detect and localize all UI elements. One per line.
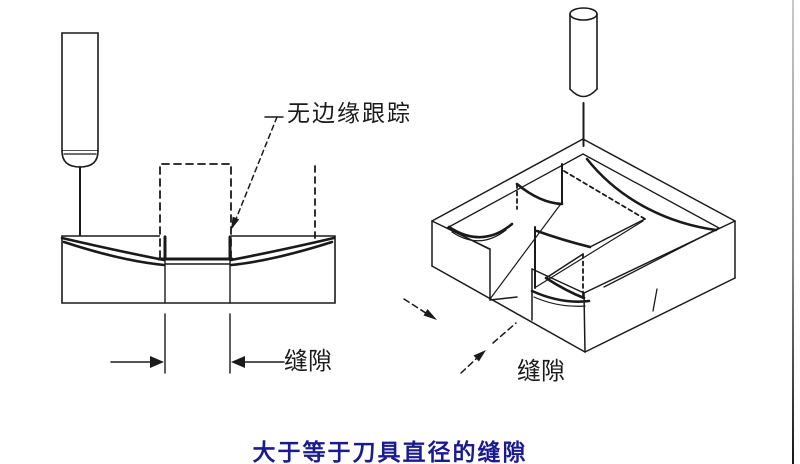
dimension-arrowhead-icon — [231, 356, 245, 368]
left-cutter-tool — [62, 33, 98, 241]
page-edge-rule — [792, 0, 794, 464]
left-gap-slot — [159, 236, 232, 303]
right-dimension — [404, 299, 516, 373]
no-edge-tracking-label: 无边缘跟踪 — [287, 101, 412, 127]
right-gap-label: 缝隙 — [517, 357, 565, 385]
left-boss-dashed-outline — [160, 164, 231, 258]
left-gap-label: 缝隙 — [284, 347, 332, 375]
dimension-arrowhead-icon — [150, 356, 164, 368]
left-dimension — [111, 314, 284, 373]
leader-arrowhead-icon — [231, 216, 240, 230]
figure-caption: 大于等于刀具直径的缝隙 — [252, 439, 528, 464]
right-curved-sheet — [449, 159, 716, 241]
dimension-arrowhead-icon — [423, 309, 437, 320]
dimension-arrowhead-icon — [473, 350, 486, 362]
right-cutter-tool — [570, 8, 597, 146]
right-gap-notch — [490, 249, 532, 320]
left-leader-line — [231, 117, 283, 230]
left-curved-sheet — [62, 238, 334, 265]
right-gap-walls — [490, 164, 645, 306]
